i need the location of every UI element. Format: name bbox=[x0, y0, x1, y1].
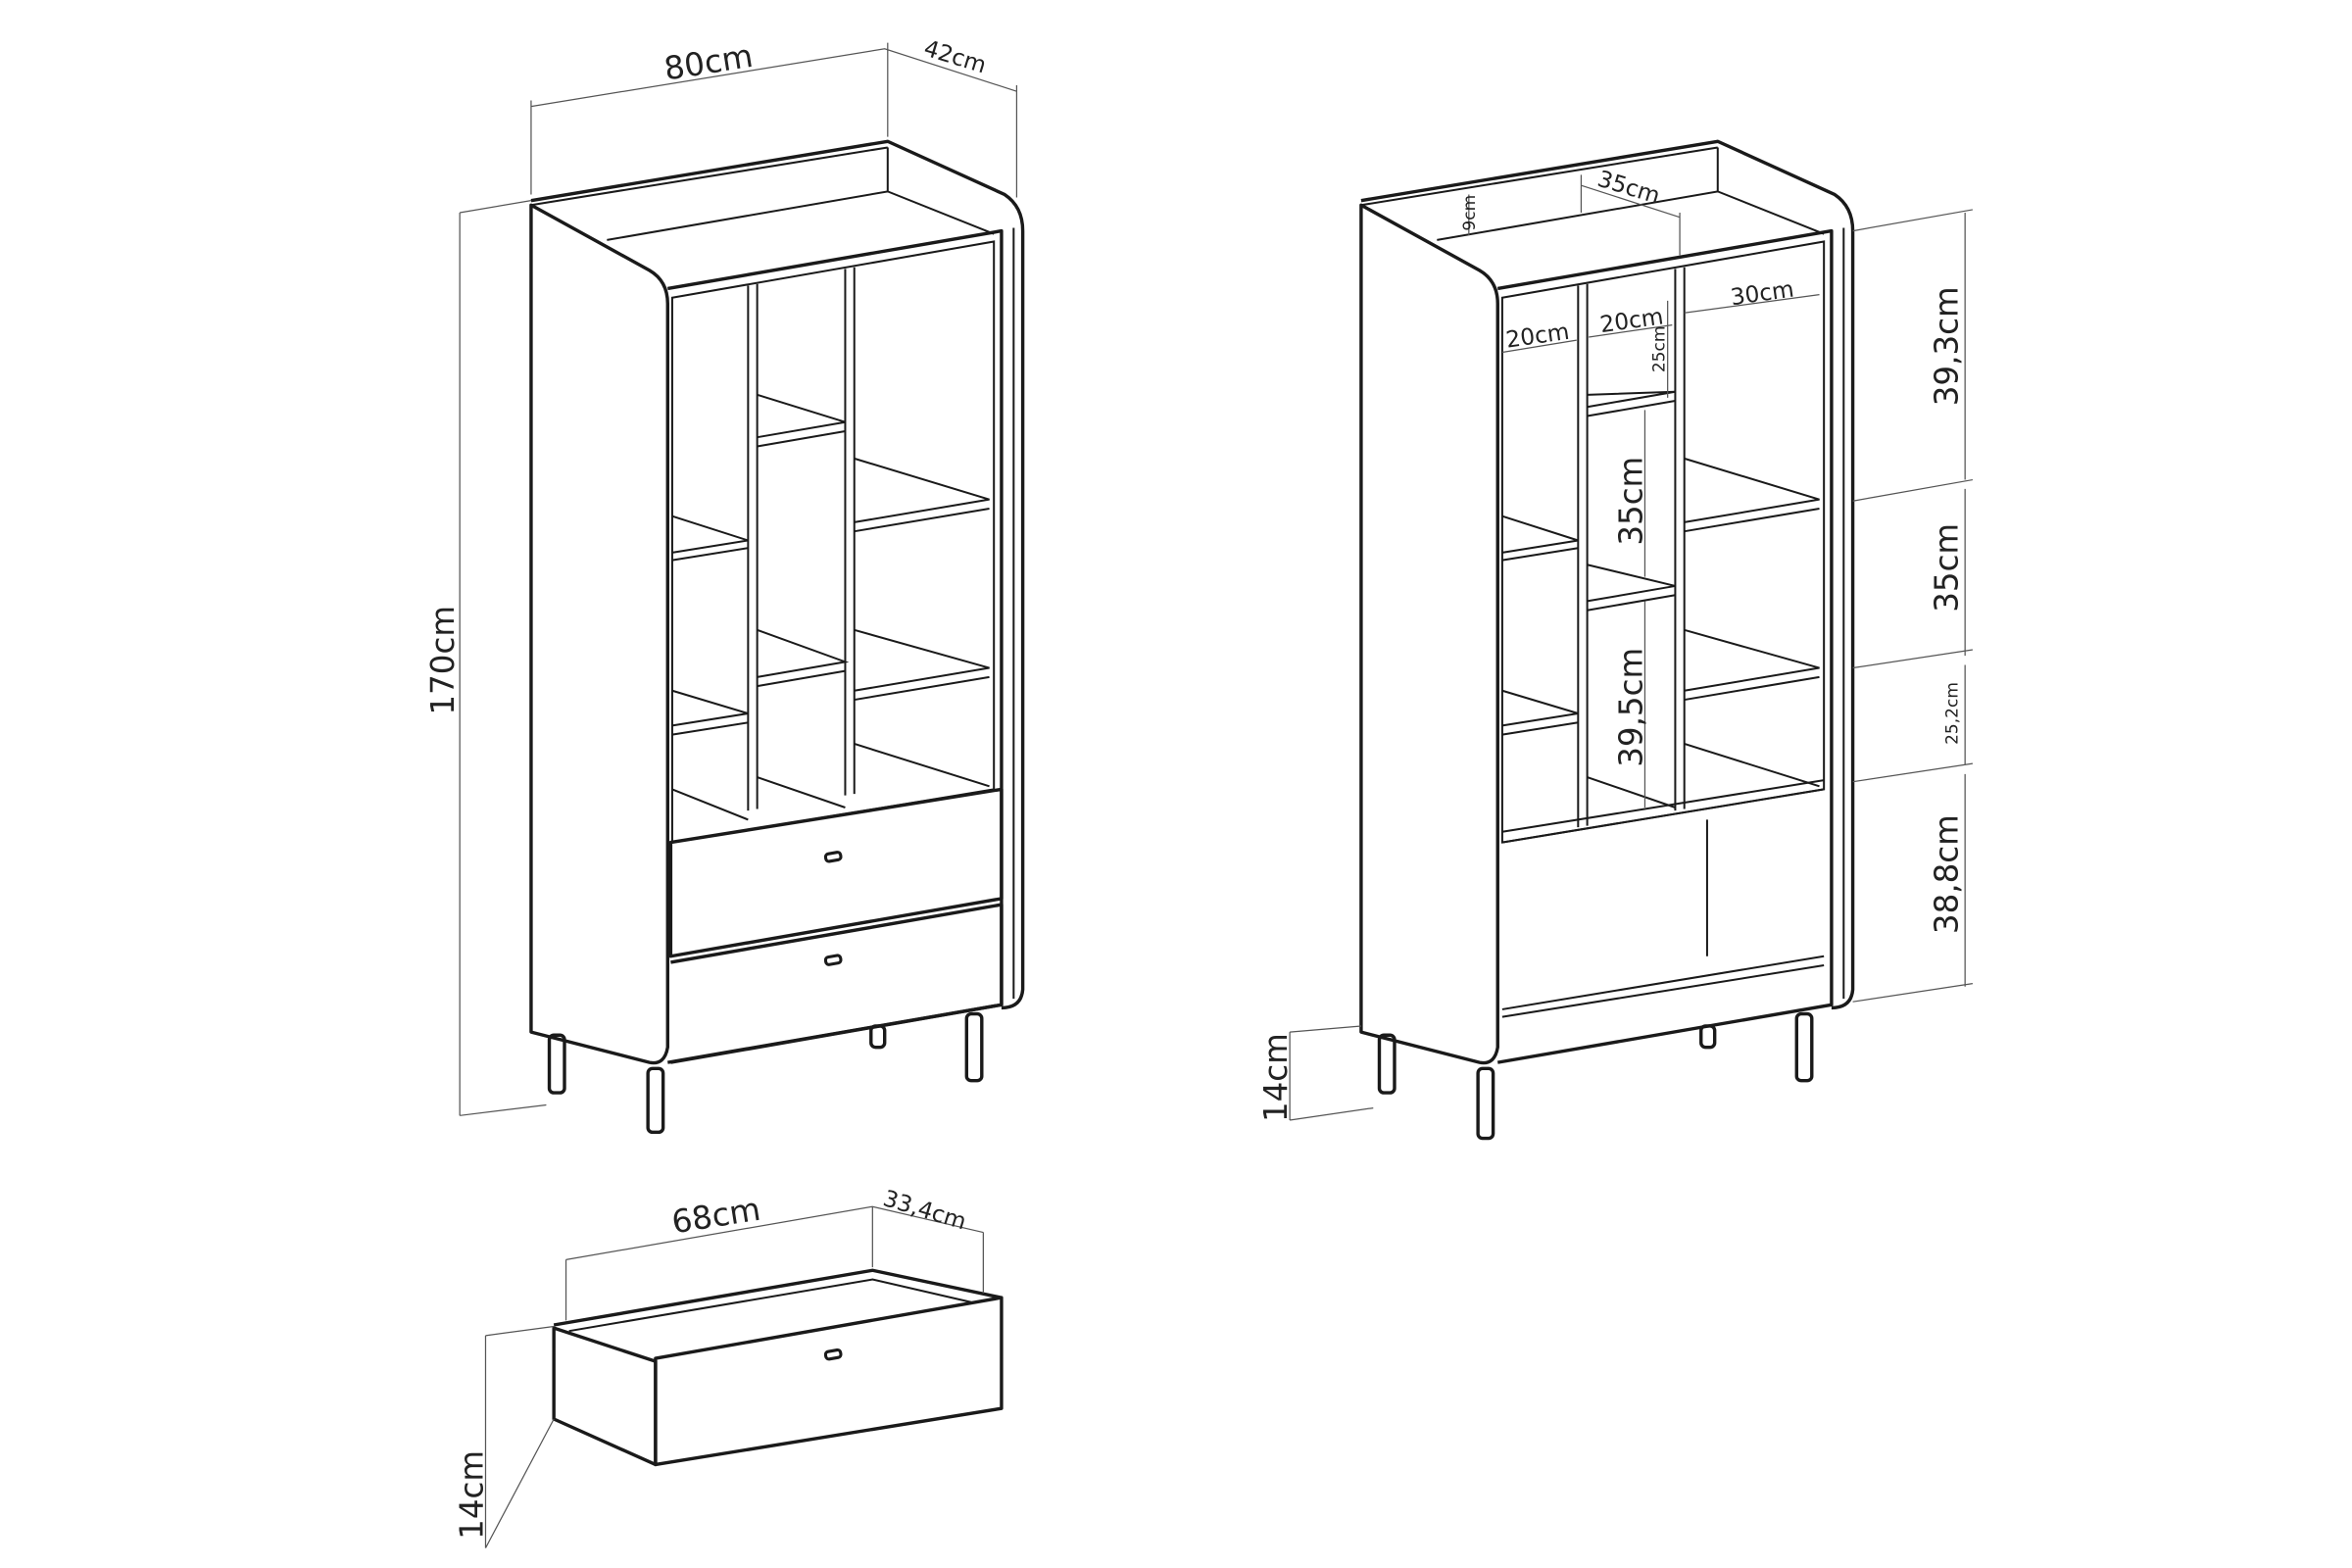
width-label: 80cm bbox=[662, 37, 756, 88]
leg bbox=[1794, 1011, 1814, 1083]
cabinet-front-frame bbox=[667, 228, 1004, 1064]
bottom-shelf bbox=[1501, 779, 1825, 844]
drawer-handle bbox=[823, 1348, 843, 1361]
cabinet-side-panel bbox=[529, 203, 669, 1065]
depth-label: 42cm bbox=[921, 35, 990, 79]
cabinet-top bbox=[530, 139, 1025, 1010]
mid-lower-height-label: 39,5cm bbox=[1612, 648, 1649, 767]
drawer-view: 68cm 33,4cm 14cm bbox=[453, 1185, 1004, 1548]
drawer-lower bbox=[670, 903, 1004, 1064]
cabinet-front-frame bbox=[1496, 228, 1834, 1064]
divider-left bbox=[747, 283, 759, 811]
cabinet-side-panel bbox=[1359, 203, 1499, 1065]
shelf bbox=[671, 514, 749, 562]
drawer-width-label: 68cm bbox=[669, 1191, 763, 1242]
leg bbox=[547, 1033, 566, 1095]
mid-top-height-label: 25cm bbox=[1650, 326, 1670, 373]
cabinet-interior-view: 9cm 35cm 20cm 20cm 30cm 25cm 35cm 39,5cm… bbox=[1257, 139, 1974, 1141]
left-col-width-label: 20cm bbox=[1504, 318, 1571, 354]
section3-height-label: 25,2cm bbox=[1942, 682, 1962, 745]
drawer-handle bbox=[823, 851, 843, 863]
drawer-side bbox=[552, 1326, 658, 1467]
leg bbox=[1699, 1024, 1717, 1050]
top-height-label: 9cm bbox=[1460, 195, 1480, 231]
divider-right bbox=[844, 267, 856, 796]
mid-middle-height-label: 35cm bbox=[1612, 457, 1649, 546]
section4-height-label: 38,8cm bbox=[1928, 814, 1965, 934]
cabinet-front-view: 80cm 42cm 170cm bbox=[424, 35, 1025, 1135]
drawer-front bbox=[654, 1296, 1004, 1467]
leg bbox=[646, 1066, 665, 1135]
height-label: 170cm bbox=[424, 606, 462, 715]
section1-height-label: 39,3cm bbox=[1928, 286, 1965, 406]
top-depth-label: 35cm bbox=[1594, 166, 1663, 210]
drawer-handle bbox=[823, 954, 843, 966]
leg bbox=[1476, 1066, 1495, 1141]
drawer-height-label: 14cm bbox=[453, 1450, 490, 1540]
leg-height-label: 14cm bbox=[1257, 1033, 1295, 1122]
drawer-back bbox=[553, 1268, 1003, 1327]
top-back-edge bbox=[607, 190, 995, 241]
drawer-depth-label: 33,4cm bbox=[880, 1185, 969, 1235]
shelf bbox=[757, 393, 846, 448]
leg bbox=[964, 1011, 984, 1083]
shelf bbox=[854, 628, 990, 702]
leg bbox=[869, 1024, 887, 1050]
shelf bbox=[854, 457, 990, 533]
leg bbox=[1377, 1033, 1396, 1095]
right-col-width-label: 30cm bbox=[1729, 276, 1795, 312]
drawer-upper bbox=[668, 787, 1004, 958]
section2-height-label: 35cm bbox=[1928, 523, 1965, 612]
shelf bbox=[671, 689, 749, 736]
shelf bbox=[757, 628, 850, 688]
